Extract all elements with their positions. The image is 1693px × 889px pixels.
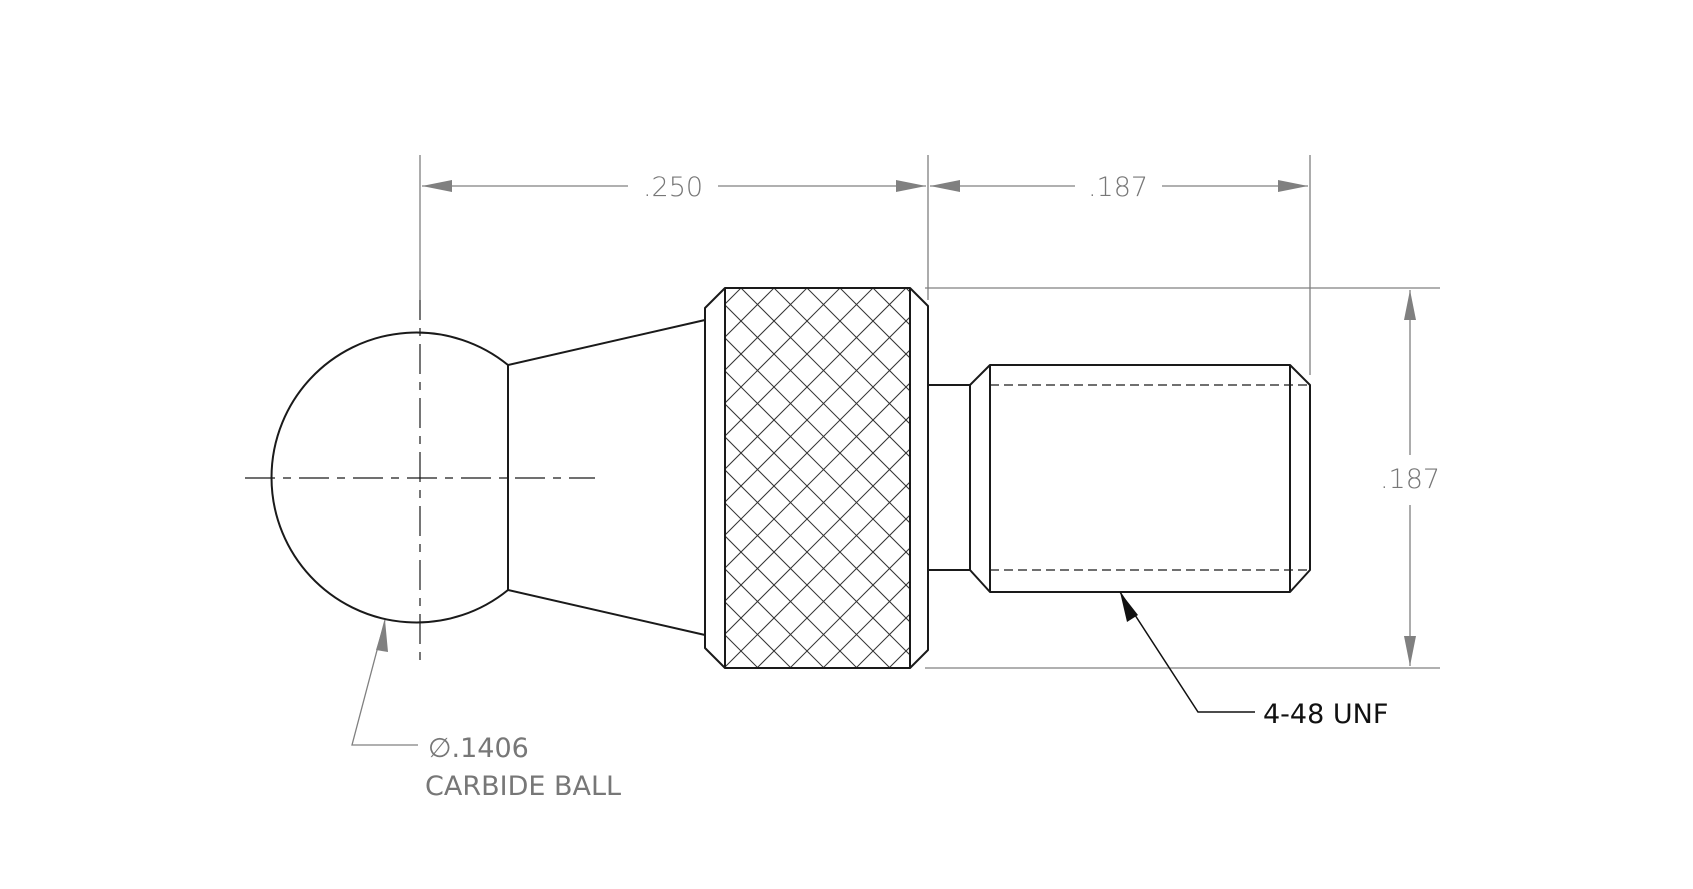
knurl-line [725,469,910,656]
carbide-ball [245,290,595,660]
knurl-line [905,288,910,293]
knurl-line [725,502,891,668]
knurl-line [822,580,910,668]
knurl-line [872,288,910,326]
knurl-line [839,288,910,359]
knurl-line [756,514,910,668]
knurl-line [725,349,910,536]
dimension-250-label: .250 [643,172,703,203]
knurl-line [855,613,910,668]
dimension-thread-length: .187 [930,155,1311,375]
knurl-line [1170,288,1550,668]
thread-outline [969,364,1311,593]
knurl-line [725,288,874,437]
knurl-line [806,288,910,392]
relief-neck [928,384,971,571]
knurl-line [725,535,858,668]
ball-callout: ∅.1406 CARBIDE BALL [351,619,621,802]
knurl-line [1137,288,1517,668]
ball-material-label: CARBIDE BALL [425,771,621,802]
knurl-line [1005,288,1385,668]
threaded-stud [969,364,1311,593]
knurl-line [725,288,841,404]
knurl-line [725,304,910,491]
knurl-line [1269,288,1649,668]
knurl-line [773,288,910,425]
knurl-line [740,288,910,458]
knurl-line [725,337,910,524]
knurl-line [888,646,910,668]
knurl-line [725,382,910,569]
knurl-line [725,481,910,668]
knurl-line [725,370,910,557]
knurl-line [725,403,910,590]
knurl-line [725,316,910,503]
knurl-line [1038,288,1418,668]
thread-spec-label: 4-48 UNF [1263,699,1388,730]
thread-callout: 4-48 UNF [1119,591,1388,730]
knurl-line [725,448,910,635]
dimension-250: .250 [419,155,929,300]
knurled-collar [0,287,1649,669]
knurl-line [789,547,910,668]
knurl-line [725,601,792,668]
knurl-line [725,288,907,470]
knurl-line [725,436,910,623]
tapered-neck [507,319,706,636]
dimension-collar-height: .187 [925,287,1440,669]
dimension-thread-length-label: .187 [1088,172,1148,203]
knurl-line [725,288,808,371]
dimension-collar-height-label: .187 [1380,464,1440,495]
ball-diameter-label: ∅.1406 [428,733,529,764]
knurl-line [725,415,910,602]
knurl-line [0,288,345,668]
knurl-pattern [0,288,1649,668]
knurl-line [972,288,1352,668]
knurl-line [725,568,825,668]
